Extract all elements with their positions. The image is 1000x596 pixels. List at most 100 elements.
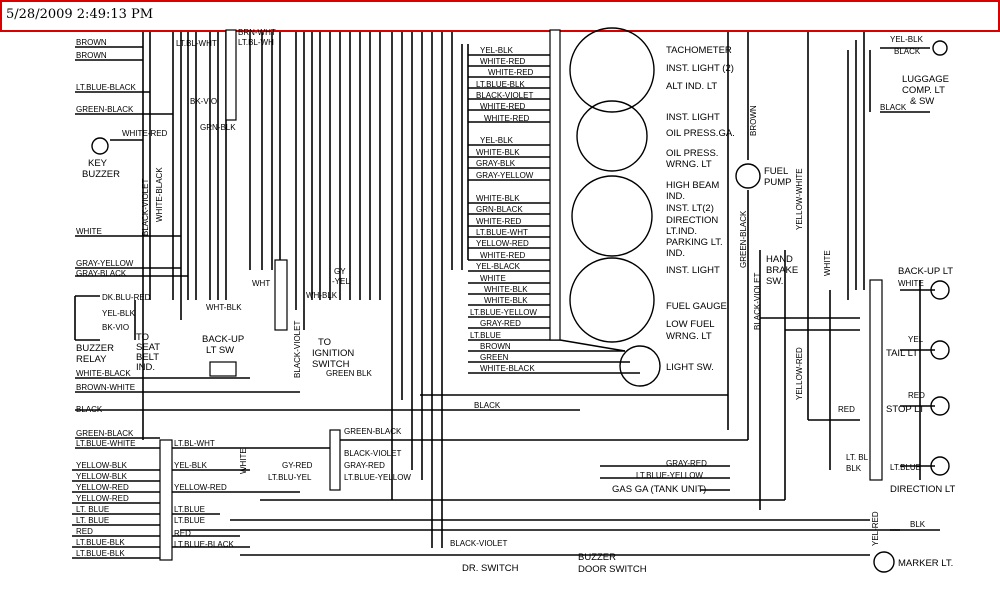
wire-label: YELLOW-RED [76, 483, 129, 492]
label-luggage-1: LUGGAGE [902, 74, 949, 85]
wire-label: WHITE-BLK [484, 285, 528, 294]
label-stop-lt: STOP LT [886, 404, 925, 415]
wire-label: RED [838, 405, 855, 414]
wire-label: LT.BLUE-BLACK [174, 540, 235, 549]
wire-label: BLACK-VIOLET [450, 539, 507, 548]
label-marker-lt: MARKER LT. [898, 558, 953, 569]
label-tail-lt: TAIL LT [886, 348, 918, 359]
label-key-buzzer-1: KEY [88, 158, 108, 169]
wire-label: RED [76, 527, 93, 536]
label-light-sw: LIGHT SW. [666, 362, 714, 373]
label-direction-2: LT.IND. [666, 226, 697, 237]
wire-label: LT. BL [846, 453, 869, 462]
wire-label: BK-VIO [102, 323, 129, 332]
wire-label: YEL-BLACK [476, 262, 521, 271]
wire-label: -YEL [332, 277, 350, 286]
wire-label: WHITE-BLK [484, 296, 528, 305]
wire-label: LT.BLUE-BLK [76, 538, 125, 547]
wire-label: WHITE-RED [484, 114, 530, 123]
label-inst-light-b: INST. LIGHT [666, 265, 720, 276]
wire-label: GY-RED [282, 461, 313, 470]
wire-label: WHITE [480, 274, 506, 283]
wire-label: RED [174, 529, 191, 538]
wire-label: BROWN [76, 38, 107, 47]
wire-label: GRN-BLACK [476, 205, 523, 214]
label-low-fuel-2: WRNG. LT [666, 331, 712, 342]
label-luggage-2: COMP. LT [902, 85, 945, 96]
label-buzzer-relay-1: BUZZER [76, 343, 114, 354]
wire-label: GREEN-BLACK [76, 429, 134, 438]
wire-label: LT. BLUE [76, 505, 109, 514]
wire-label: BLK [910, 520, 926, 529]
wire-label: BRN-WHT [238, 28, 276, 37]
label-to-seat-belt-3: BELT [136, 352, 159, 363]
wire-label: WHT-BLK [206, 303, 242, 312]
label-to-seat-belt-1: TO [136, 332, 149, 343]
wire-label: LT.BL-WHT [174, 439, 215, 448]
wire-label: WHITE [239, 448, 248, 474]
label-gas-ga: GAS GA (TANK UNIT) [612, 484, 706, 495]
wire-label: WHITE [823, 250, 832, 276]
wire-label: GREEN BLK [326, 369, 372, 378]
label-inst-lt-2: INST. LT(2) [666, 203, 714, 214]
label-back-up-lt-sw-2: LT SW [206, 345, 234, 356]
wire-label: YEL-BLK [480, 46, 514, 55]
wire-label: WHITE-RED [488, 68, 534, 77]
wire-label: BROWN [480, 342, 511, 351]
wire-label: LT.BLUE-YELLOW [344, 473, 411, 482]
wire-label: WHITE [76, 227, 102, 236]
wire-label: BROWN [76, 51, 107, 60]
wire-label: YELLOW-BLK [76, 472, 128, 481]
wire-label: BLACK [474, 401, 501, 410]
wire-label: LT.BLUE [890, 463, 921, 472]
wire-label: GRAY-RED [666, 459, 707, 468]
cluster-wire-labels: YEL-BLK WHITE-RED WHITE-RED LT.BLUE-BLK … [470, 46, 537, 373]
wire-label: WHITE-RED [480, 57, 526, 66]
wire-label: LT.BL-WH [238, 38, 274, 47]
wire-label: YELLOW-RED [76, 494, 129, 503]
wire-label: GY [334, 267, 346, 276]
wire-label: BROWN-WHITE [76, 383, 135, 392]
wire-label: WHT [252, 279, 270, 288]
label-tachometer: TACHOMETER [666, 45, 732, 56]
wire-label: WHITE-RED [476, 217, 522, 226]
wire-label: WHITE-BLACK [76, 369, 131, 378]
wire-label: WH-BLK [306, 291, 338, 300]
label-oil-press-ga: OIL PRESS.GA. [666, 128, 735, 139]
wire-label: BLACK-VIOLET [476, 91, 533, 100]
wire-label: GREEN-BLACK [739, 210, 748, 268]
label-inst-light-a: INST. LIGHT [666, 112, 720, 123]
wire-label: BLACK-VIOLET [141, 179, 150, 236]
wire-label: BROWN [749, 105, 758, 136]
wire-label: LT.BLUE [470, 331, 501, 340]
label-buzzer-door-2: DOOR SWITCH [578, 564, 647, 575]
label-hand-brake-2: BRAKE [766, 265, 798, 276]
label-back-up-lt: BACK-UP LT [898, 266, 953, 277]
wire-label: BLK [846, 464, 862, 473]
label-hand-brake-1: HAND [766, 254, 793, 265]
wire-label: BLACK-VIOLET [344, 449, 401, 458]
wire-label: WHITE-RED [122, 129, 168, 138]
wire-label: YELLOW-RED [174, 483, 227, 492]
wire-label: YELLOW-RED [476, 239, 529, 248]
wire-label: GRN-BLK [200, 123, 236, 132]
wire-label: GREEN-BLACK [76, 105, 134, 114]
wire-label: LT.BLUE [174, 505, 205, 514]
wire-label: GRAY-BLK [476, 159, 516, 168]
wire-label: BLACK-VIOLET [293, 321, 302, 378]
label-buzzer-relay-2: RELAY [76, 354, 107, 365]
label-buzzer-door-1: BUZZER [578, 552, 616, 563]
wire-label: LT.BLUE-WHT [476, 228, 528, 237]
bottom-left-wire-labels: YELLOW-BLK YELLOW-BLK YELLOW-RED YELLOW-… [76, 461, 129, 558]
wire-label: WHITE-RED [480, 251, 526, 260]
wire-label: YELLOW-RED [795, 347, 804, 400]
label-oil-press-wrng-1: OIL PRESS. [666, 148, 718, 159]
title-bar: 5/28/2009 2:49:13 PM [0, 0, 1000, 32]
wire-label: YELLOW-BLK [76, 461, 128, 470]
label-direction-lt: DIRECTION LT [890, 484, 955, 495]
wire-label: DK.BLU-RED [102, 293, 151, 302]
wire-label: WHITE-BLK [476, 148, 520, 157]
label-parking-1: PARKING LT. [666, 237, 723, 248]
wire-label: BK-VIO [190, 97, 217, 106]
